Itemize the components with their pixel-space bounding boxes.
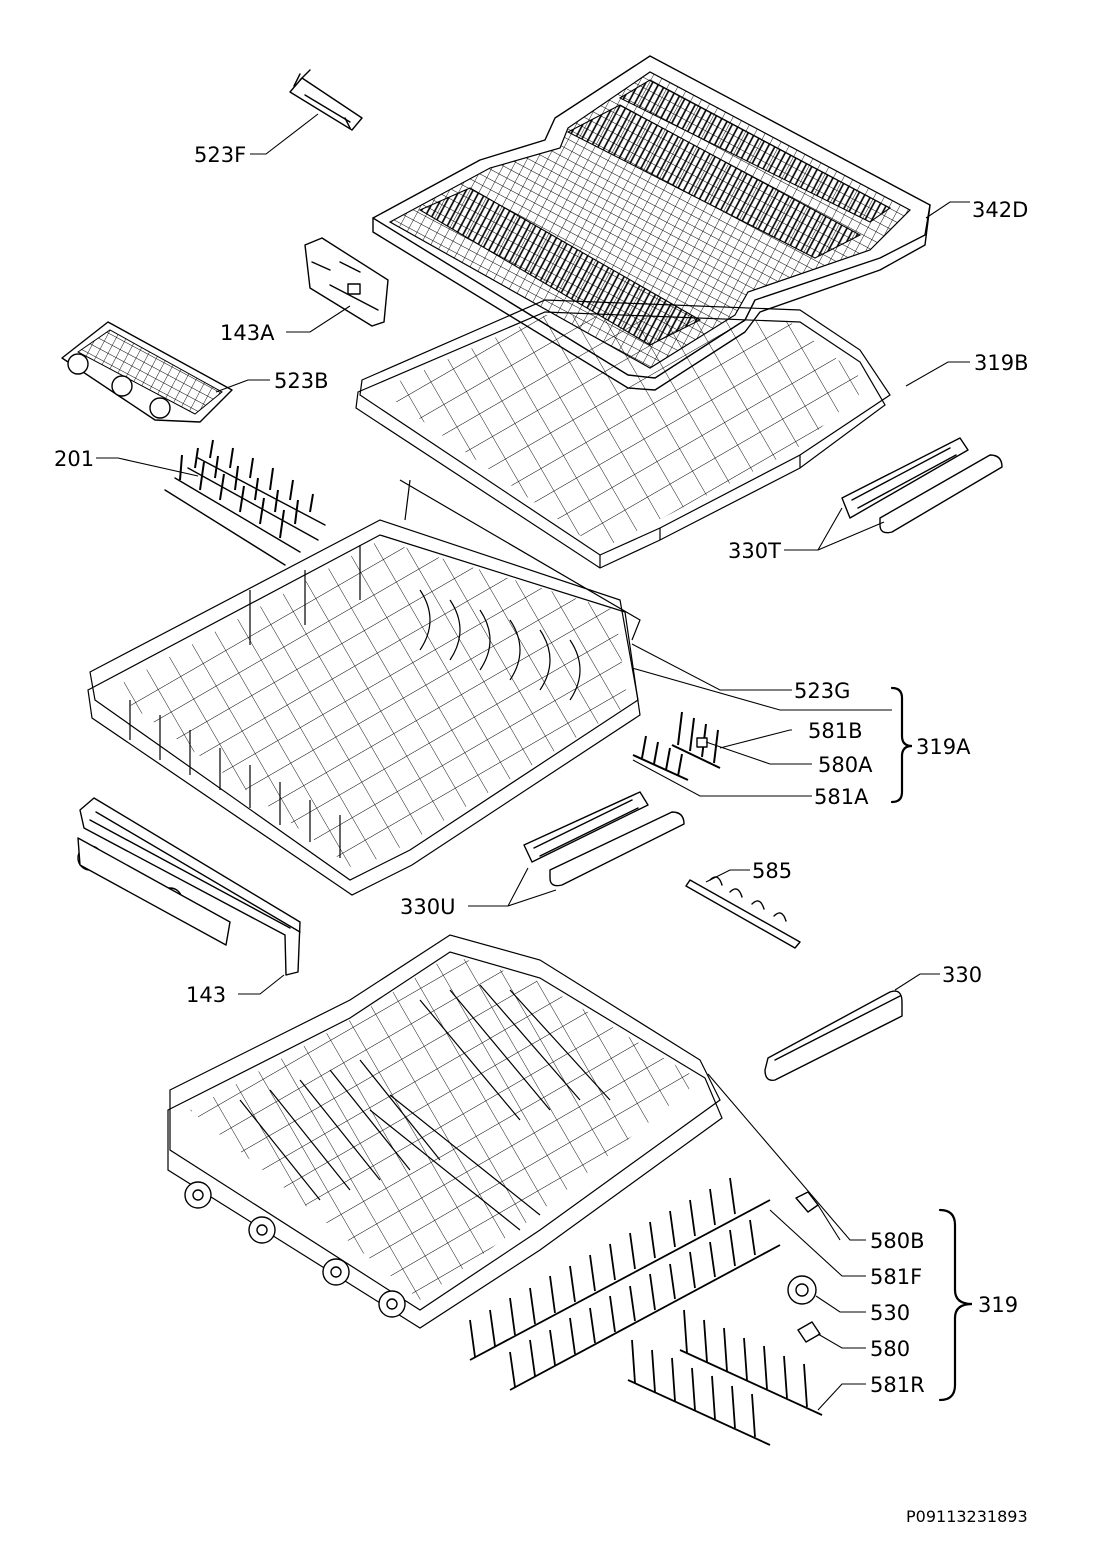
label-530: 530 bbox=[870, 1301, 910, 1325]
part-143A-bracket bbox=[304, 237, 389, 327]
part-523B-holder bbox=[61, 321, 233, 423]
part-580B-clip bbox=[795, 1191, 819, 1213]
label-581F: 581F bbox=[870, 1265, 922, 1289]
part-530-wheel bbox=[787, 1275, 817, 1305]
label-319A: 319A bbox=[916, 735, 971, 759]
part-585-clip-strip bbox=[685, 876, 801, 949]
label-580B: 580B bbox=[870, 1229, 925, 1253]
part-580A-clip bbox=[696, 737, 708, 748]
part-581B-tine-rail bbox=[671, 711, 721, 769]
label-580: 580 bbox=[870, 1337, 910, 1361]
label-143: 143 bbox=[186, 983, 226, 1007]
part-581F-tine-row bbox=[469, 1177, 781, 1391]
label-523G: 523G bbox=[794, 679, 850, 703]
label-319: 319 bbox=[978, 1293, 1018, 1317]
part-580-clip bbox=[797, 1321, 821, 1343]
part-319-lower-basket bbox=[167, 934, 723, 1329]
part-330U-rail-pair bbox=[523, 791, 685, 887]
label-581R: 581R bbox=[870, 1373, 925, 1397]
label-581B: 581B bbox=[808, 719, 863, 743]
part-581R-tine-row bbox=[627, 1309, 823, 1446]
brace-319 bbox=[938, 1208, 973, 1402]
label-523B: 523B bbox=[274, 369, 329, 393]
label-585: 585 bbox=[752, 859, 792, 883]
part-201-tine-insert bbox=[164, 439, 326, 566]
label-143A: 143A bbox=[220, 321, 275, 345]
leader-lines bbox=[96, 113, 970, 1411]
label-523F: 523F bbox=[194, 143, 246, 167]
part-143-slide-bracket bbox=[77, 797, 301, 976]
label-330U: 330U bbox=[400, 895, 455, 919]
label-342D: 342D bbox=[972, 198, 1028, 222]
label-330: 330 bbox=[942, 963, 982, 987]
part-330-rail bbox=[764, 990, 903, 1081]
part-523F-clip bbox=[289, 69, 363, 131]
document-id: P09113231893 bbox=[906, 1507, 1028, 1526]
label-581A: 581A bbox=[814, 785, 869, 809]
part-319B-wire-frame bbox=[355, 299, 891, 569]
label-201: 201 bbox=[54, 447, 94, 471]
part-319A-upper-basket bbox=[87, 479, 641, 896]
label-330T: 330T bbox=[728, 539, 781, 563]
part-330T-rail-pair bbox=[841, 437, 1003, 534]
part-342D-cutlery-tray bbox=[372, 55, 931, 391]
brace-319A bbox=[890, 686, 913, 804]
part-581A-tine-rail bbox=[632, 735, 689, 781]
label-319B: 319B bbox=[974, 351, 1029, 375]
label-580A: 580A bbox=[818, 753, 873, 777]
